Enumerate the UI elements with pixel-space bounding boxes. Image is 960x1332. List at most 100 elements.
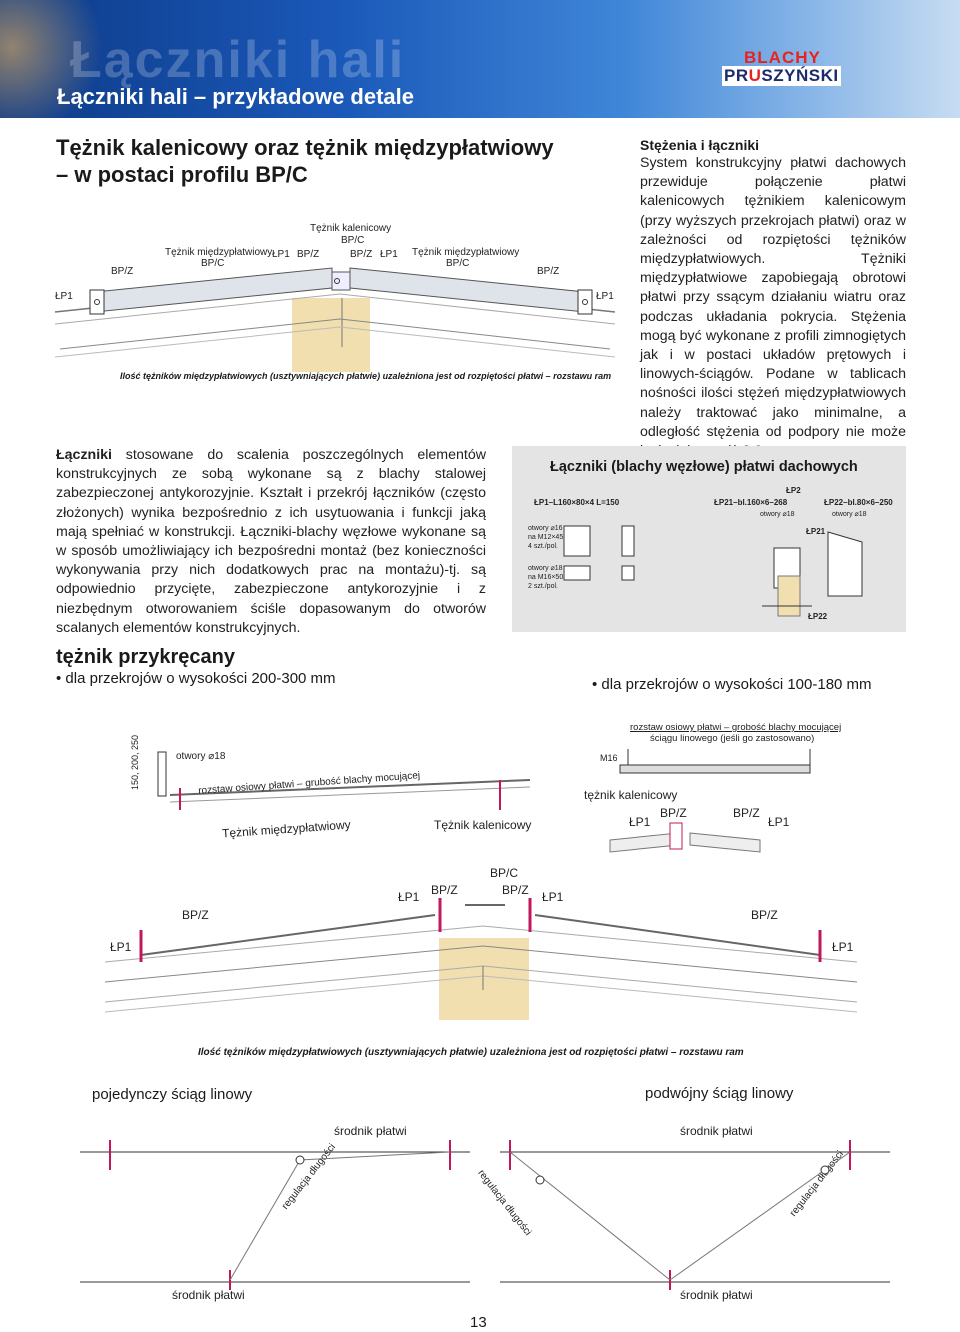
box-otwory18a: otwory ⌀18 (760, 511, 795, 518)
lp21-shape (827, 531, 863, 597)
m16-label: M16 (600, 753, 618, 763)
srodnik-top-right: środnik płatwi (680, 1124, 753, 1138)
srodnik-bottom-left: środnik płatwi (172, 1288, 245, 1302)
cable-diagram (80, 1140, 890, 1290)
single-cable-label: pojedynczy ściąg linowy (92, 1086, 253, 1103)
truss-diagram (104, 898, 858, 1020)
section-heading: Tężnik kalenicowy oraz tężnik międzypłat… (56, 134, 616, 188)
truss-lp1-a: ŁP1 (398, 890, 420, 904)
label-teznik-mp-left: Tężnik międzypłatwiowy (165, 247, 273, 258)
cable-2 (299, 1151, 451, 1161)
box-note1-b: na M12×45 (528, 534, 564, 541)
truss-bpz-left: BP/Z (182, 908, 209, 922)
right-lp1-b: ŁP1 (768, 815, 790, 829)
truss-lp1-right: ŁP1 (832, 940, 854, 954)
logo-line2: PRUSZYŃSKI (722, 66, 841, 86)
connectors-drawing (563, 525, 863, 617)
connectors-box-title: Łączniki (blachy węzłowe) płatwi dachowy… (550, 459, 858, 475)
label-lp1-b: ŁP1 (380, 249, 398, 260)
lp21-plate-a (621, 525, 635, 557)
plate-left (609, 832, 679, 853)
cable-4 (669, 1151, 851, 1281)
ridge-connector (331, 271, 351, 291)
box-lp22: ŁP22–bl.80×6–250 (824, 498, 893, 507)
tensioner-2 (535, 1175, 545, 1185)
rozstaw-right1: rozstaw osiowy płatwi – grobość blachy m… (630, 722, 842, 733)
teznik-heading: tężnik przykręcany (56, 646, 235, 668)
tensioner-3 (820, 1165, 830, 1175)
truss-bpz-b: BP/Z (502, 883, 529, 897)
truss-lp1-b: ŁP1 (542, 890, 564, 904)
label-lp1-right: ŁP1 (596, 291, 614, 302)
left-bolt-detail (157, 751, 531, 810)
brand-logo: BLACHY PRUSZYŃSKI (722, 46, 852, 90)
label-lp1-left: ŁP1 (55, 291, 73, 302)
label-lp1-a: ŁP1 (272, 249, 290, 260)
stezenia-text: System konstrukcyjny płatwi dachowych pr… (640, 155, 906, 459)
lp1-plate-b (563, 565, 591, 581)
lp22-plate (777, 575, 801, 617)
page-title: Łączniki hali – przykładowe detale (57, 84, 415, 109)
truss-mid (104, 945, 858, 983)
logo-part-c: SZYŃSKI (761, 66, 839, 85)
cable-1 (229, 1159, 301, 1281)
rafter-bottom (59, 318, 611, 350)
truss-lp1-left: ŁP1 (110, 940, 132, 954)
bracket (157, 751, 167, 797)
label-bpz-left: BP/Z (111, 266, 134, 277)
right-lp1-a: ŁP1 (629, 815, 651, 829)
rafter-mid (54, 293, 616, 325)
right-bpz-b: BP/Z (733, 806, 760, 820)
laczniki-lead: Łączniki (56, 447, 112, 463)
laczniki-text: Łączniki stosowane do scalenia poszczegó… (56, 446, 486, 638)
teznik-kal-label: Tężnik kalenicowy (434, 818, 532, 832)
box-note2-c: 2 szt./pol. (528, 583, 558, 590)
logo-line1: BLACHY (744, 48, 821, 67)
ridge-beam-shape (292, 298, 370, 372)
truss-bpz-a: BP/Z (431, 883, 458, 897)
rafter-base (54, 326, 616, 358)
bolt-ridge (334, 278, 340, 284)
tensioner-1 (295, 1155, 305, 1165)
header-banner: Łączniki hali Łączniki hali – przykładow… (0, 0, 960, 118)
diagram1-caption: Ilość tężników międzypłatwiowych (usztyw… (120, 371, 612, 381)
lp21-plate-b (621, 565, 635, 581)
m16-rod (619, 764, 811, 774)
right-plate (577, 289, 593, 315)
box-lp2: ŁP2 (786, 486, 801, 495)
double-cable-label: podwójny ściąg linowy (645, 1085, 794, 1102)
box-lp22b: ŁP22 (808, 612, 828, 621)
box-note1-c: 4 szt./pol. (528, 543, 558, 550)
srodnik-bottom-right: środnik płatwi (680, 1288, 753, 1302)
label-bpz-right: BP/Z (537, 266, 560, 277)
box-note2: otwory ⌀18 na M16×50 2 szt./pol. (528, 564, 563, 591)
box-lp21b: ŁP21 (806, 527, 826, 536)
brace-left (140, 914, 436, 956)
connectors-box: Łączniki (blachy węzłowe) płatwi dachowy… (512, 446, 906, 632)
stezenia-block: Stężenia i łączniki System konstrukcyjny… (640, 136, 906, 461)
beam-line (169, 779, 531, 796)
truss-caption: Ilość tężników międzypłatwiowych (usztyw… (198, 1047, 744, 1058)
label-bpc-left: BP/C (201, 258, 225, 269)
label-teznik-kal: Tężnik kalenicowy (310, 223, 392, 234)
laczniki-body: stosowane do scalenia poszczególnych ele… (56, 447, 486, 636)
label-teznik-mp-right: Tężnik międzypłatwiowy (412, 247, 520, 258)
label-bpc-top: BP/C (341, 235, 365, 246)
bolt-left (94, 299, 100, 305)
box-otwory18b: otwory ⌀18 (832, 511, 867, 518)
truss-bpc: BP/C (490, 866, 519, 880)
box-note2-b: na M16×50 (528, 574, 564, 581)
right-bpz-a: BP/Z (660, 806, 687, 820)
box-note1-a: otwory ⌀16 (528, 525, 563, 532)
truss-bpz-right: BP/Z (751, 908, 778, 922)
stezenia-title: Stężenia i łączniki (640, 137, 760, 153)
plate-right (689, 832, 761, 853)
rozstaw-right2: ściągu linowego (jeśli go zastosowano) (650, 733, 815, 744)
cable-3 (509, 1151, 671, 1281)
srodnik-top-left: środnik płatwi (334, 1124, 407, 1138)
left-plate (89, 289, 105, 315)
box-lp1: ŁP1–L160×80×4 L=150 (534, 498, 620, 507)
page-number: 13 (470, 1314, 487, 1331)
right-bolt-detail (609, 749, 811, 853)
bullet-left: dla przekrojów o wysokości 200-300 mm (56, 670, 335, 687)
